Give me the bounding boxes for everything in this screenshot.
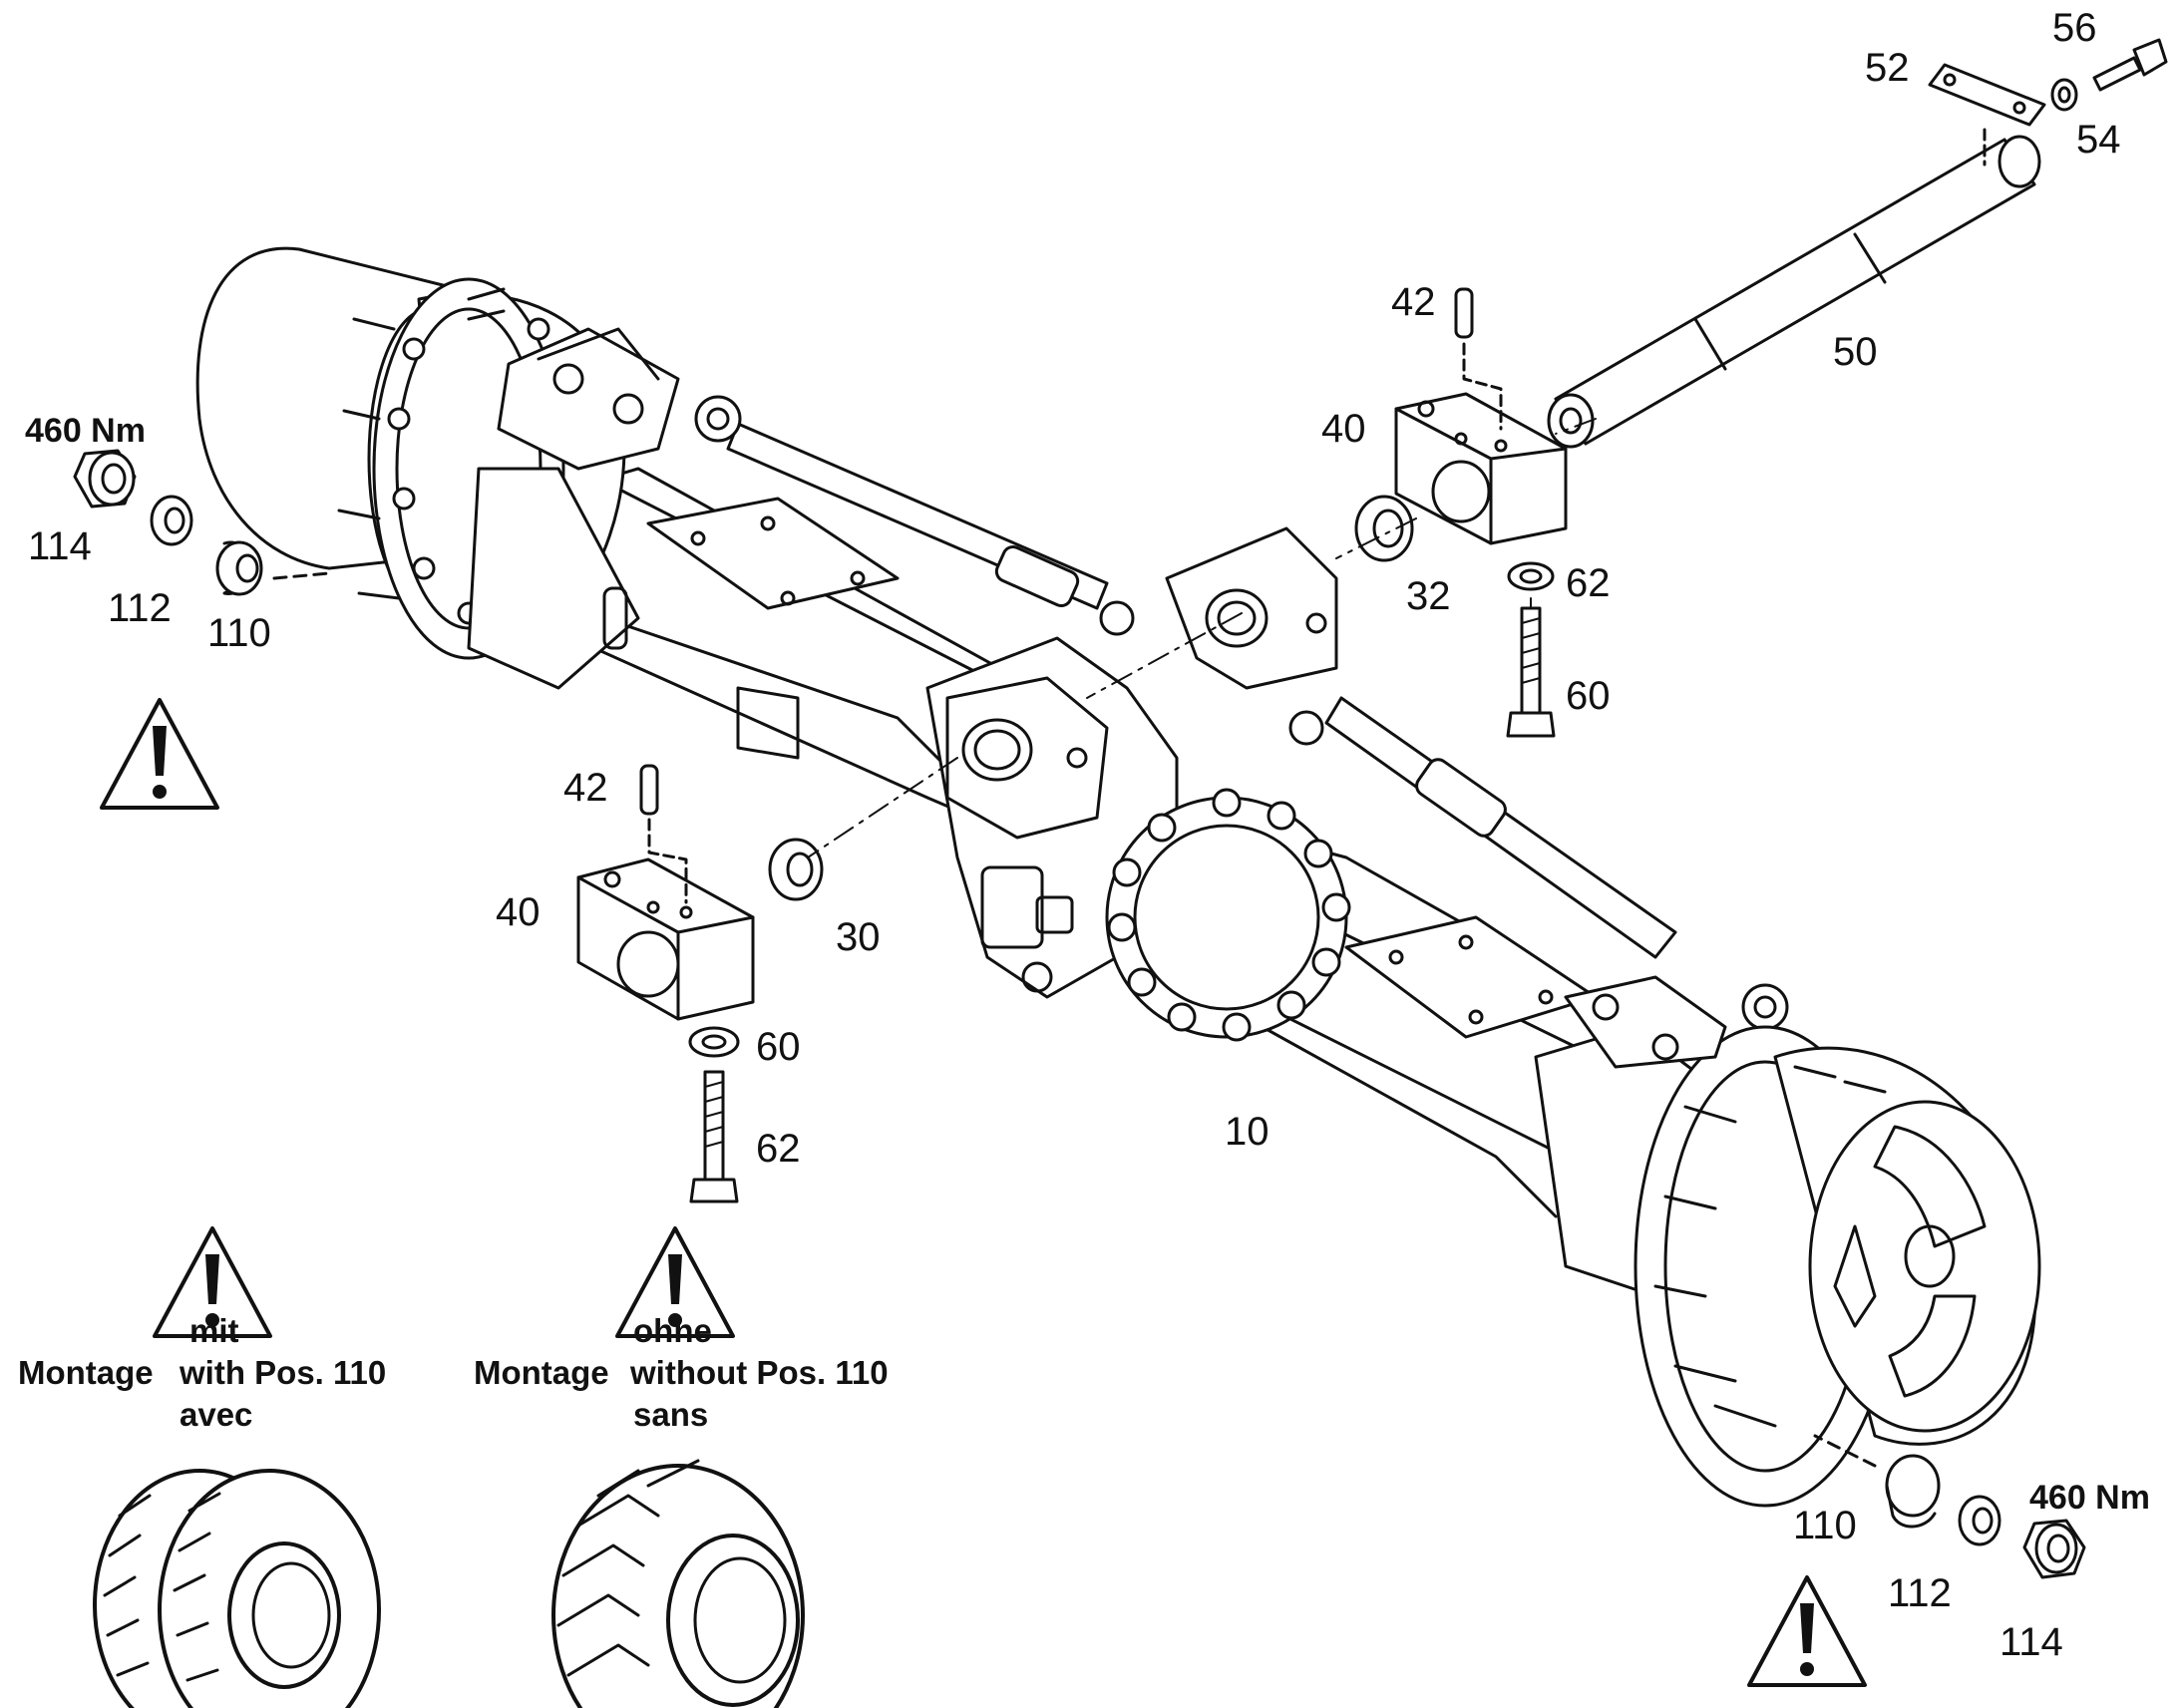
washer-54 (2050, 78, 2078, 112)
callout-114-right: 114 (1999, 1620, 2063, 1664)
plate-52 (1928, 63, 2046, 167)
note-without-line1: ohne (633, 1312, 712, 1349)
callout-40-right: 40 (1321, 407, 1366, 451)
note-without-montage: Montage (474, 1354, 609, 1391)
single-tire-icon (551, 1459, 805, 1708)
wheel-nut-114-left (73, 449, 137, 509)
roll-pin-42-right (1454, 287, 1503, 431)
callout-42-left: 42 (563, 766, 608, 810)
bolt-56 (2092, 38, 2168, 92)
right-wheel-hub (1534, 975, 2041, 1508)
roll-pin-42-left (639, 764, 688, 904)
steering-cylinder (694, 395, 1789, 1031)
assembly-axis-lines (807, 418, 1597, 858)
callout-52: 52 (1865, 46, 1910, 90)
washer-62-right (1507, 561, 1555, 591)
note-without-line2: without Pos. 110 (630, 1354, 889, 1391)
callout-110-right: 110 (1793, 1504, 1857, 1547)
spacer-110-right (1813, 1434, 1941, 1529)
callout-110-left: 110 (207, 611, 271, 655)
pin-50 (1547, 135, 2041, 449)
callout-32: 32 (1406, 574, 1451, 618)
center-differential (925, 526, 1351, 1042)
dual-tire-icon (93, 1469, 381, 1708)
callout-50: 50 (1833, 330, 1878, 374)
callout-40-left: 40 (496, 890, 541, 934)
callout-62-right: 62 (1566, 561, 1611, 605)
wheel-nut-114-right (2022, 1519, 2086, 1579)
spring-washer-112-right (1958, 1495, 2001, 1546)
warning-triangle-icon (1747, 1575, 1867, 1687)
note-with-montage: Montage (18, 1354, 154, 1391)
washer-60-left (688, 1026, 740, 1058)
callout-54: 54 (2076, 118, 2121, 162)
callout-112-right: 112 (1888, 1571, 1952, 1615)
washer-32 (1354, 495, 1414, 562)
callout-112-left: 112 (108, 586, 172, 630)
torque-spec-left: 460 Nm (25, 412, 146, 450)
bolt-60-right (1506, 606, 1556, 738)
note-with-line1: mit (189, 1312, 239, 1349)
note-without-line3: sans (633, 1396, 709, 1433)
torque-spec-right: 460 Nm (2029, 1479, 2150, 1517)
callout-62-left: 62 (756, 1127, 801, 1171)
bracket-40-left (576, 857, 755, 1021)
callout-56: 56 (2052, 6, 2097, 50)
callout-60-left: 60 (756, 1025, 801, 1069)
note-with-line2: with Pos. 110 (180, 1354, 387, 1391)
note-with-line3: avec (180, 1396, 253, 1433)
callout-10: 10 (1225, 1110, 1270, 1154)
callout-60-right: 60 (1566, 674, 1611, 718)
warning-triangle-icon (100, 698, 219, 810)
washer-30 (768, 838, 824, 901)
callout-42-right: 42 (1391, 280, 1436, 324)
callout-114-left: 114 (28, 524, 92, 568)
spacer-110-left (215, 540, 331, 596)
callout-30: 30 (836, 915, 881, 959)
spring-washer-112-left (150, 495, 193, 546)
bracket-40-right (1394, 392, 1568, 545)
left-wheel-hub (195, 246, 680, 690)
bolt-62-left (689, 1070, 739, 1203)
